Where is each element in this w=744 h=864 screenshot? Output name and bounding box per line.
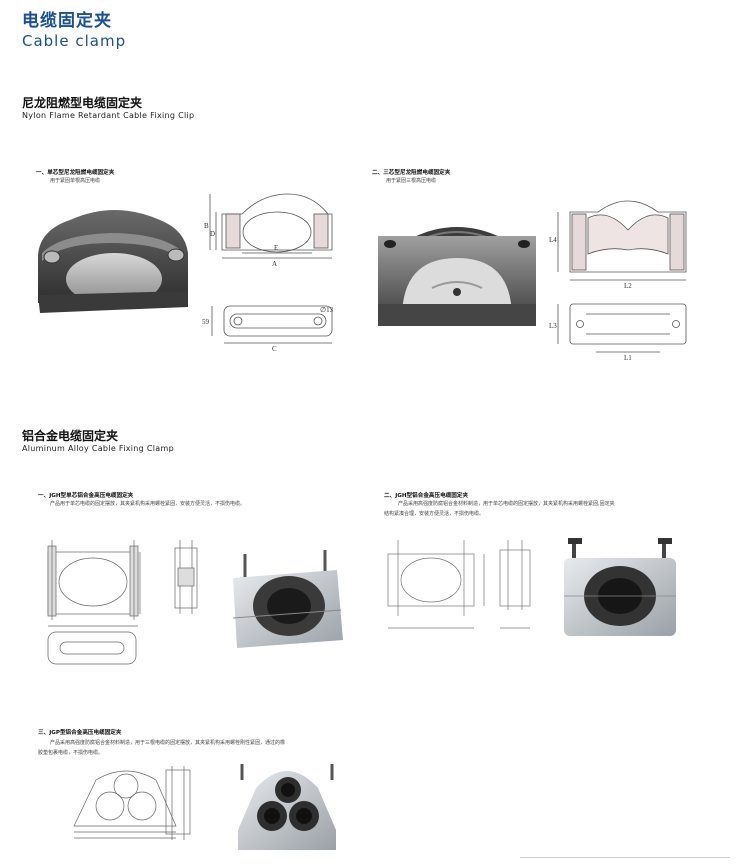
aluminum-section-title-en: Aluminum Alloy Cable Fixing Clamp [22, 444, 174, 453]
dim-d: D [210, 230, 215, 238]
nylon-single-drawing: B D E A 59 ∅13 C [202, 193, 334, 353]
jgh1-title: 一、JGH型单芯铝合金高压电缆固定夹 [38, 493, 134, 499]
nylon-triple-title: 二、三芯型尼龙阻燃电缆固定夹 [372, 170, 451, 176]
nylon-single-clamp-photo [38, 210, 188, 313]
dim-height: 59 [202, 318, 210, 326]
page-title-cn: 电缆固定夹 [22, 11, 112, 31]
dim-l4: L4 [549, 236, 557, 244]
dim-l1: L1 [624, 354, 632, 362]
dim-e: E [274, 244, 278, 252]
jgh2-drawing [387, 540, 531, 629]
jgh2-desc-line1: 产品采用高强度防腐铝合金材料制造，用于单芯电缆的固定摆放，其夹紧机构采用螺栓紧固… [398, 501, 615, 507]
nylon-single-title: 一、单芯型尼龙阻燃电缆固定夹 [36, 170, 115, 176]
nylon-triple-drawing: L4 L2 L3 L1 [549, 200, 687, 362]
dim-c: C [272, 345, 277, 353]
page-footer-line [520, 857, 730, 858]
jgh2-clamp-photo [564, 538, 676, 636]
jgp-title: 三、JGP型铝合金高压电缆固定夹 [38, 730, 122, 736]
jgp-clamp-photo [238, 764, 336, 850]
dim-l3: L3 [549, 322, 557, 330]
page-title-en: Cable clamp [22, 32, 127, 50]
nylon-triple-desc: 用于紧固三根高压电缆 [386, 178, 437, 184]
jgp-drawing [73, 766, 191, 840]
dim-hole: ∅13 [320, 306, 334, 314]
nylon-section-title-en: Nylon Flame Retardant Cable Fixing Clip [22, 111, 195, 120]
nylon-single-desc: 用于紧固单根高压电缆 [50, 178, 101, 184]
jgh1-desc: 产品用于单芯电缆的固定摆放，其夹紧机构采用螺栓紧固，安装方便灵活，不损伤电缆。 [50, 501, 246, 507]
jgp-desc-line1: 产品采用高强度防腐铝合金材料制造，用于三根电缆的固定摆放，其夹紧机构采用螺栓刚性… [50, 740, 286, 746]
nylon-triple-clamp-photo [378, 227, 536, 326]
aluminum-section-title-cn: 铝合金电缆固定夹 [22, 429, 119, 443]
dim-l2: L2 [624, 282, 632, 290]
jgp-desc-line2: 胶垫包裹电缆，不损伤电缆。 [38, 750, 104, 756]
dim-b: B [204, 222, 209, 230]
jgh2-desc-line2: 结构紧凑合理，安装方便灵活，不损伤电缆。 [384, 511, 485, 517]
nylon-section-title-cn: 尼龙阻燃型电缆固定夹 [22, 96, 143, 110]
jgh1-clamp-photo [232, 550, 343, 648]
jgh2-title: 二、JGH型铝合金高压电缆固定夹 [384, 493, 469, 499]
dim-a: A [272, 260, 277, 268]
jgh1-drawing [47, 540, 198, 665]
